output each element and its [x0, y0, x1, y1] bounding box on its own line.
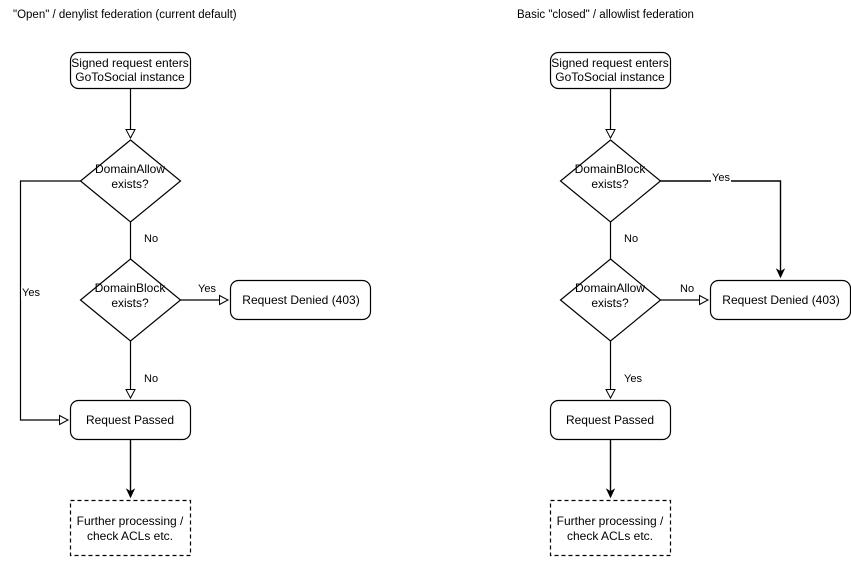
left-node-further-processing[interactable]: [69, 499, 192, 557]
right-node-entry[interactable]: [549, 51, 672, 90]
left-node-entry[interactable]: [69, 51, 192, 90]
right-edge-label-allow-no: No: [679, 283, 696, 296]
left-node-domainblock[interactable]: [79, 258, 182, 342]
right-node-request-denied[interactable]: [709, 279, 851, 321]
left-node-domainallow[interactable]: [79, 139, 182, 223]
left-edge-label-block-no: No: [143, 373, 160, 386]
right-node-domainallow[interactable]: [559, 258, 662, 342]
right-node-request-passed[interactable]: [549, 399, 672, 441]
left-edge-label-allow-no: No: [143, 233, 160, 246]
right-edge-label-block-yes: Yes: [711, 172, 731, 185]
left-node-request-denied[interactable]: [229, 279, 372, 321]
right-node-domainblock[interactable]: [559, 139, 662, 223]
right-node-further-processing[interactable]: [549, 499, 672, 557]
left-edge-label-allow-yes: Yes: [21, 287, 41, 300]
right-panel-title: Basic "closed" / allowlist federation: [517, 9, 694, 21]
left-edge-label-block-yes: Yes: [197, 283, 217, 296]
left-panel-title: "Open" / denylist federation (current de…: [13, 9, 237, 21]
right-edge-label-block-no: No: [623, 233, 640, 246]
left-node-request-passed[interactable]: [69, 399, 192, 441]
right-edge-block-yes-to-denied: [660, 180, 781, 277]
right-edge-label-allow-yes: Yes: [623, 373, 643, 386]
left-edge-allow-yes-to-passed: [19, 180, 81, 426]
